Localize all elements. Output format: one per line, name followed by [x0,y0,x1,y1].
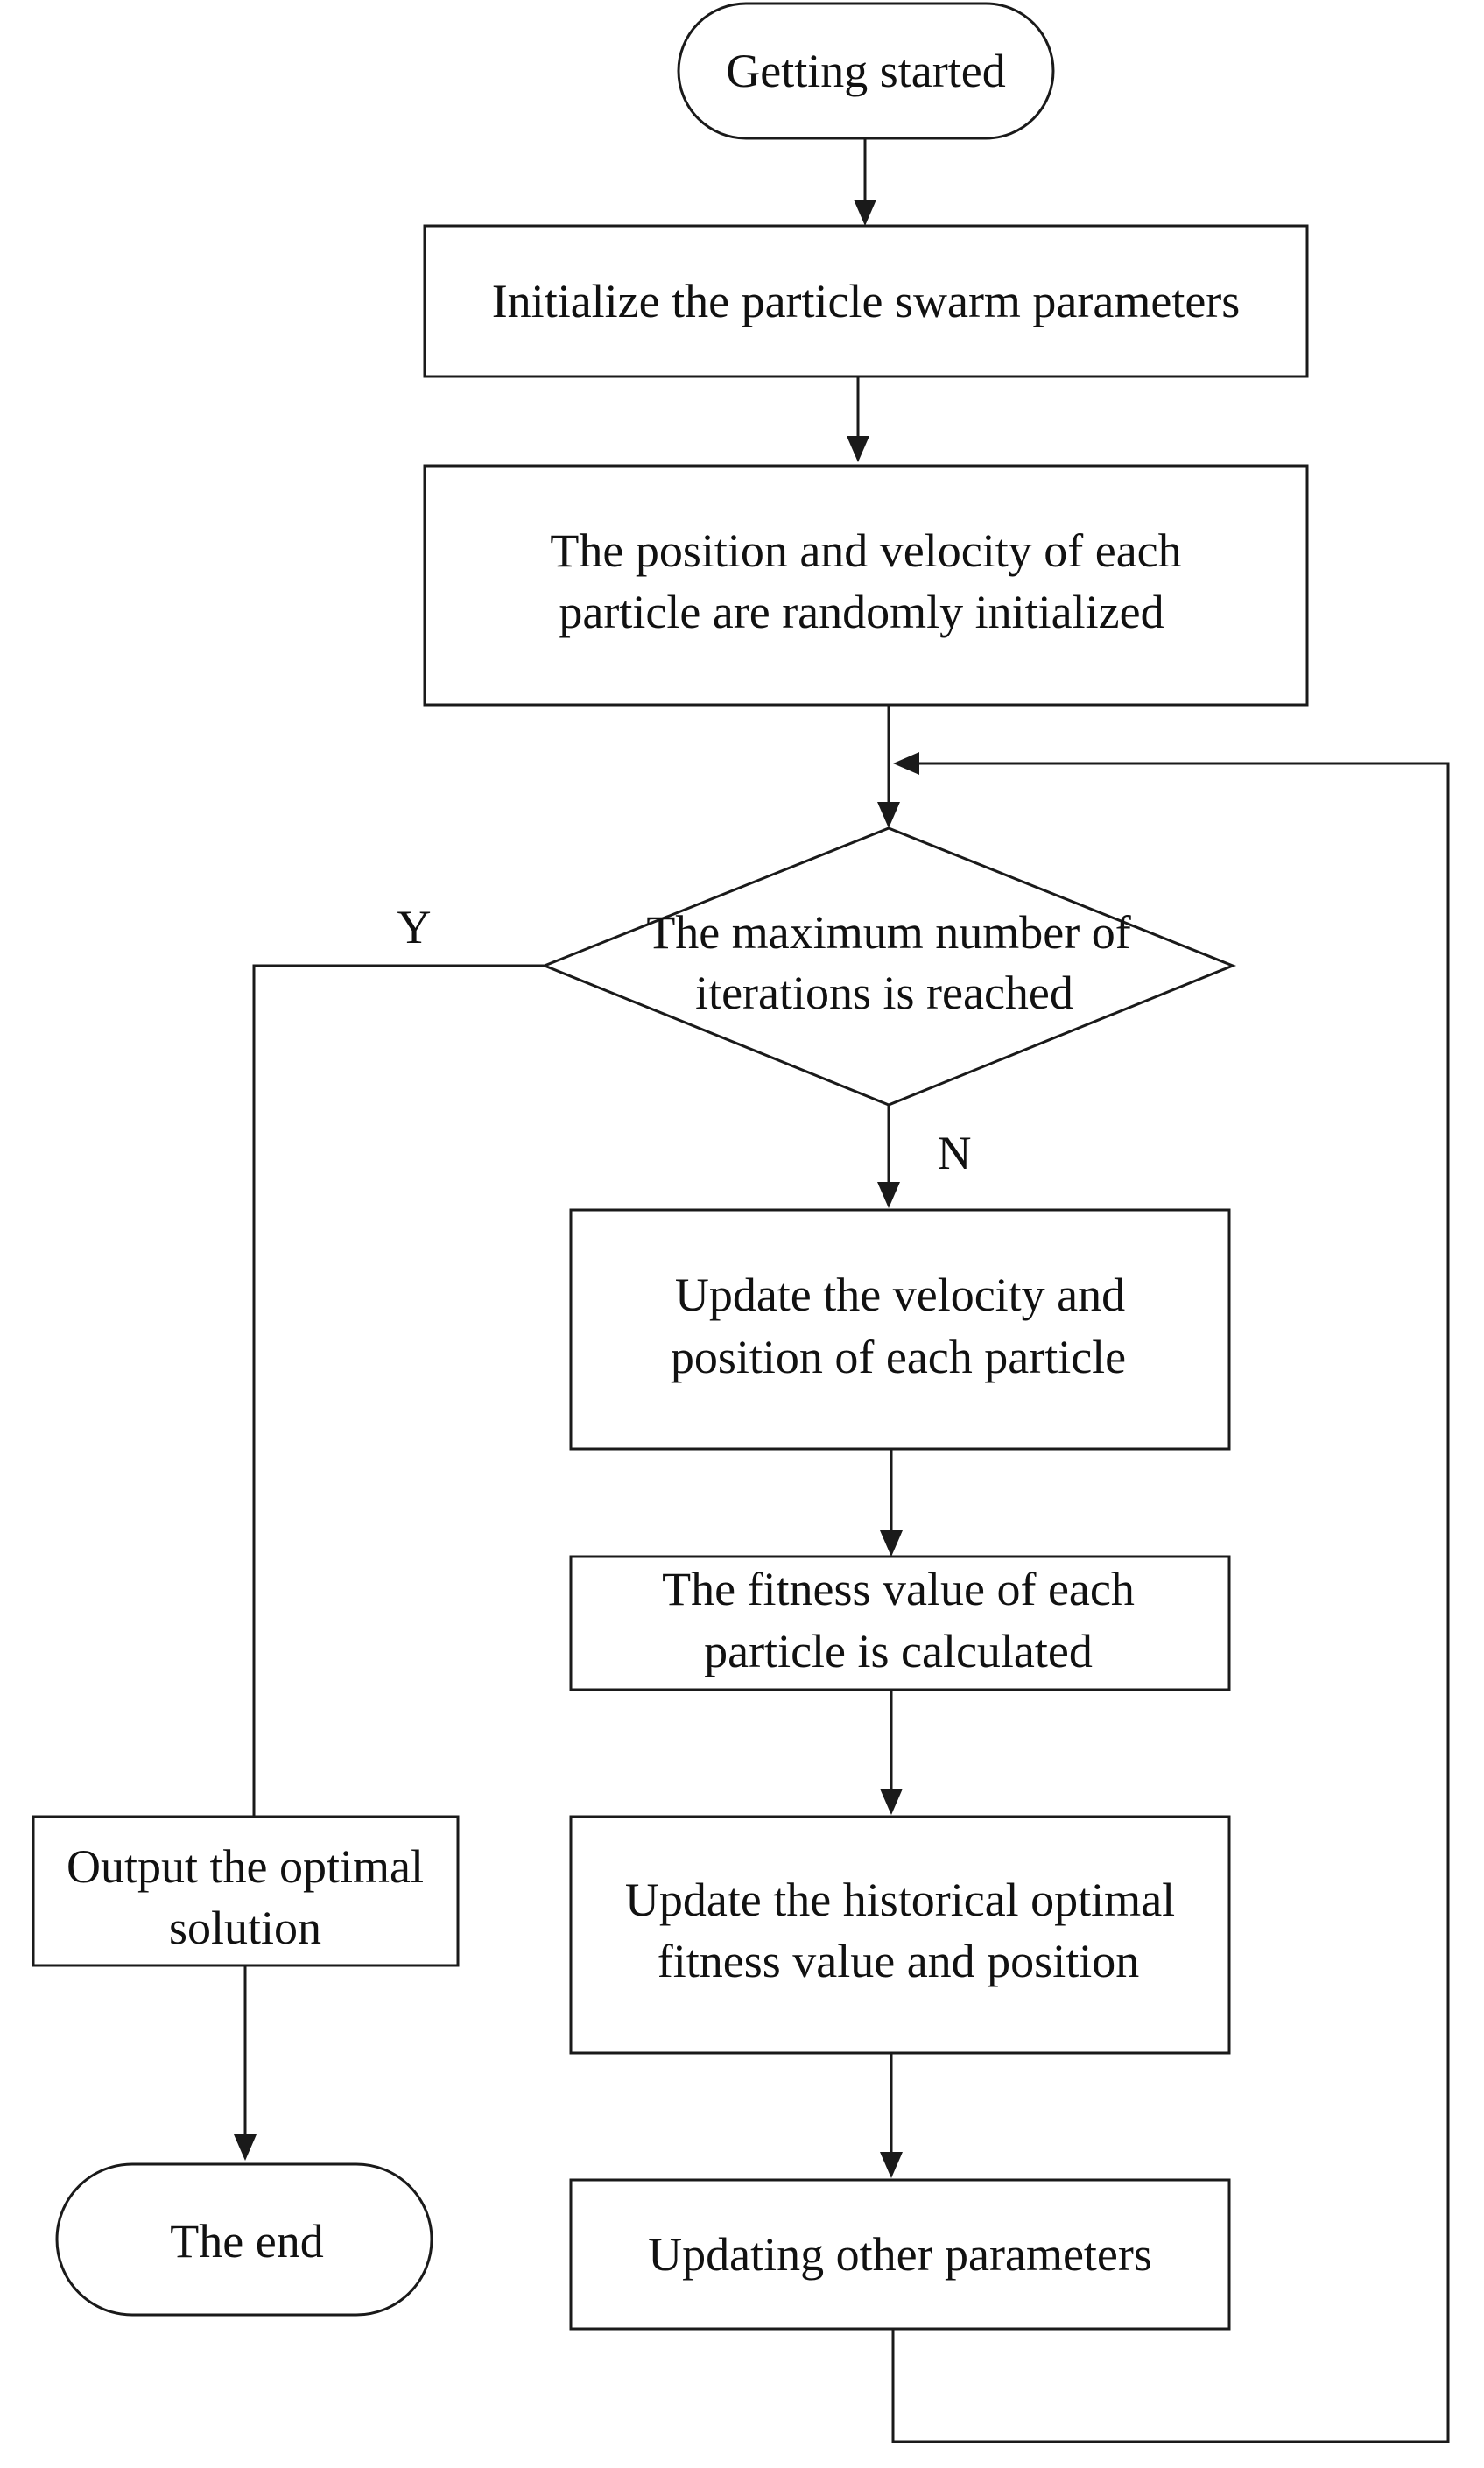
update-velocity-label-line2: position of each particle [671,1331,1126,1383]
update-historical-label-line2: fitness value and position [658,1935,1139,1987]
update-velocity-box [569,1208,1231,1451]
decision-diamond [540,826,1237,1107]
start-label: Getting started [726,45,1005,97]
no-label: N [938,1127,972,1179]
fitness-calc-label-line1: The fitness value of each [662,1563,1135,1615]
arrowhead [854,200,876,226]
update-velocity-label-line1: Update the velocity and [675,1269,1125,1321]
arrowhead [877,1182,900,1208]
decision-label-line1: The maximum number of [646,906,1130,959]
update-other-label: Updating other parameters [648,2228,1152,2281]
init-params-box [423,224,1309,378]
update-historical-box [569,1815,1231,2055]
decision-label-line2: iterations is reached [695,967,1073,1019]
update-other-box [569,2178,1231,2331]
arrowhead [880,1789,903,1815]
end-terminal [55,2162,433,2317]
shapes [32,2,1309,2331]
arrowhead [234,2134,257,2161]
yes-branch-line [252,964,545,1817]
arrowhead [893,752,919,775]
random-init-label-line2: particle are randomly initialized [559,586,1164,638]
arrowhead [877,802,900,828]
yes-label: Y [397,901,432,953]
fitness-calc-label-line2: particle is calculated [704,1625,1093,1677]
output-label-line2: solution [169,1902,321,1954]
loop-back-line [891,762,1450,2443]
arrowhead [880,1530,903,1557]
output-box [32,1815,460,1967]
connectors [234,138,1450,2443]
labels: Getting started Initialize the particle … [67,45,1240,2281]
end-label: The end [170,2215,323,2268]
random-init-label-line1: The position and velocity of each [550,524,1181,577]
arrowhead [847,436,869,462]
update-historical-label-line1: Update the historical optimal [625,1874,1175,1926]
output-label-line1: Output the optimal [67,1840,424,1893]
start-terminal [677,2,1055,140]
random-init-box [423,464,1309,707]
init-params-label: Initialize the particle swarm parameters [492,275,1241,327]
arrowhead [880,2152,903,2178]
fitness-calc-box [569,1555,1231,1691]
